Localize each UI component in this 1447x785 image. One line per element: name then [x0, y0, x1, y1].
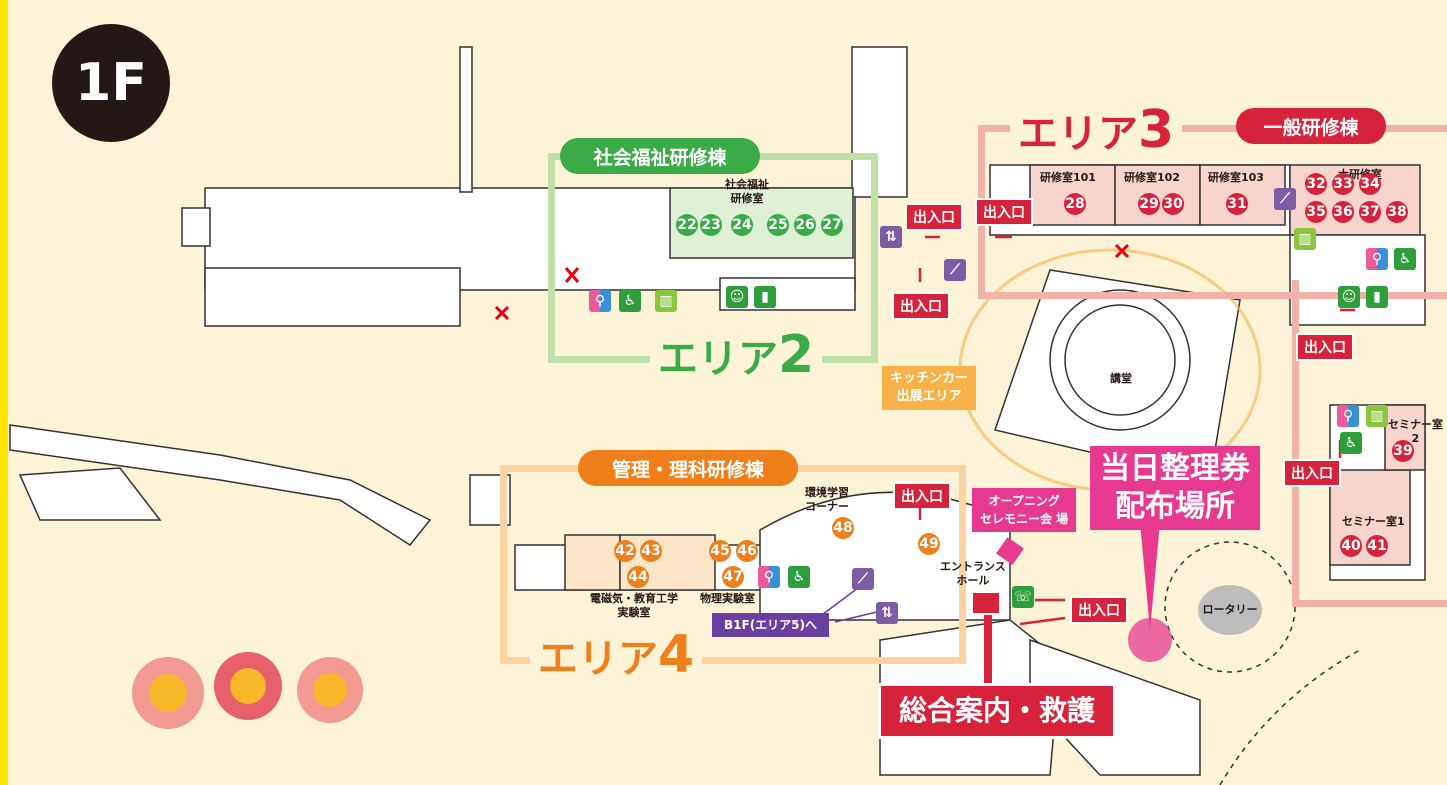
flower-icon — [132, 657, 204, 729]
kitchen-car-label: キッチンカー 出展エリア — [882, 366, 977, 410]
number-31: 31 — [1226, 193, 1248, 215]
rotary: ロータリー — [1198, 585, 1262, 635]
area3-title: エリア3 — [1010, 100, 1183, 160]
area3-building-label: 一般研修棟 — [1236, 108, 1386, 144]
exit-label: 出入口 — [1283, 459, 1341, 487]
number-45: 45 — [709, 540, 731, 562]
wheelchair-icon: ♿ — [1340, 432, 1362, 454]
restroom-icon: ⚲ — [589, 290, 611, 312]
wheelchair-icon: ♿ — [619, 290, 641, 312]
room-env: 環境学習 コーナー — [805, 486, 849, 513]
number-39: 39 — [1392, 440, 1414, 462]
room-seminar2: セミナー室 2 — [1388, 418, 1443, 445]
elevator-icon: ⇅ — [876, 602, 898, 624]
nursing-room-icon: ▥ — [1294, 228, 1316, 250]
room-elec: 電磁気・教育工学 実験室 — [590, 592, 678, 619]
opening-ceremony-label: オープニング セレモニー会 場 — [972, 488, 1077, 532]
elevator-icon: ⇅ — [880, 226, 902, 248]
number-23: 23 — [700, 214, 722, 236]
restroom-icon: ⚲ — [1366, 248, 1388, 270]
number-34: 34 — [1359, 173, 1381, 195]
baby-care-icon: ☺ — [1338, 286, 1360, 308]
restroom-icon: ⚲ — [1337, 405, 1359, 427]
wheelchair-icon: ♿ — [788, 566, 810, 588]
nursing-room-icon: ▥ — [1366, 405, 1388, 427]
exit-label: 出入口 — [905, 203, 963, 231]
baby-care-icon: ☺ — [726, 286, 748, 308]
exit-label: 出入口 — [1070, 596, 1128, 624]
room-auditorium: 講堂 — [1110, 372, 1132, 385]
exit-label: 出入口 — [975, 198, 1033, 226]
number-42: 42 — [614, 540, 636, 562]
number-27: 27 — [821, 214, 843, 236]
area4-building-label: 管理・理科研修棟 — [578, 450, 798, 486]
flower-icon — [297, 657, 363, 723]
room-102: 研修室102 — [1124, 171, 1180, 184]
room-seminar1: セミナー室1 — [1342, 515, 1405, 528]
number-41: 41 — [1366, 535, 1388, 557]
room-101: 研修室101 — [1040, 171, 1096, 184]
flower-decoration — [132, 652, 363, 729]
number-36: 36 — [1332, 201, 1354, 223]
number-47: 47 — [722, 566, 744, 588]
flower-icon — [214, 652, 282, 720]
area4-number: 4 — [658, 625, 695, 685]
number-28: 28 — [1064, 193, 1086, 215]
wheelchair-icon: ♿ — [1394, 248, 1416, 270]
number-46: 46 — [736, 540, 758, 562]
number-49: 49 — [918, 533, 940, 555]
nursing-room-icon: ▮ — [754, 286, 776, 308]
stairs-icon: ⟋ — [944, 259, 966, 281]
b1f-area5-label: B1F(エリア5)へ — [712, 613, 830, 637]
room-103: 研修室103 — [1208, 171, 1264, 184]
area4-title-text: エリア — [538, 636, 658, 682]
number-22: 22 — [676, 214, 698, 236]
number-29: 29 — [1138, 193, 1160, 215]
restroom-icon: ⚲ — [758, 566, 780, 588]
area3-number: 3 — [1138, 100, 1175, 160]
number-37: 37 — [1359, 201, 1381, 223]
room-phys: 物理実験室 — [700, 592, 755, 605]
edge-bar — [0, 0, 8, 785]
area2-title: エリア2 — [650, 325, 823, 385]
area2-title-text: エリア — [658, 336, 778, 382]
number-32: 32 — [1305, 173, 1327, 195]
nursing-room-icon: ▮ — [1366, 286, 1388, 308]
room-entrance: エントランス ホール — [940, 560, 1006, 587]
number-43: 43 — [640, 540, 662, 562]
floor-badge: 1F — [52, 24, 170, 142]
number-35: 35 — [1305, 201, 1327, 223]
number-26: 26 — [794, 214, 816, 236]
number-30: 30 — [1162, 193, 1184, 215]
exit-label: 出入口 — [1296, 333, 1354, 361]
stairs-icon: ⟋ — [1274, 188, 1296, 210]
area2-number: 2 — [778, 325, 815, 385]
info-booth-marker — [973, 593, 999, 613]
exit-label: 出入口 — [892, 292, 950, 320]
rotary-label: ロータリー — [1202, 603, 1258, 616]
nursing-room-icon: ▥ — [655, 290, 677, 312]
exit-label: 出入口 — [893, 482, 951, 510]
area4-title: エリア4 — [530, 625, 703, 685]
area2-building-label: 社会福祉研修棟 — [560, 138, 760, 174]
area3-title-text: エリア — [1018, 111, 1138, 157]
number-38: 38 — [1386, 201, 1408, 223]
number-40: 40 — [1340, 535, 1362, 557]
phone-icon: ☏ — [1012, 586, 1034, 608]
number-25: 25 — [767, 214, 789, 236]
stairs-icon: ⟋ — [852, 568, 874, 590]
info-first-aid-callout: 総合案内・救護 — [878, 683, 1116, 739]
number-48: 48 — [832, 517, 854, 539]
number-33: 33 — [1332, 173, 1354, 195]
area3-frame-lower — [1292, 280, 1447, 607]
room-welfare: 社会福祉 研修室 — [725, 178, 769, 205]
ticket-distribution-callout: 当日整理券 配布場所 — [1090, 446, 1260, 530]
number-44: 44 — [627, 566, 649, 588]
number-24: 24 — [731, 214, 753, 236]
